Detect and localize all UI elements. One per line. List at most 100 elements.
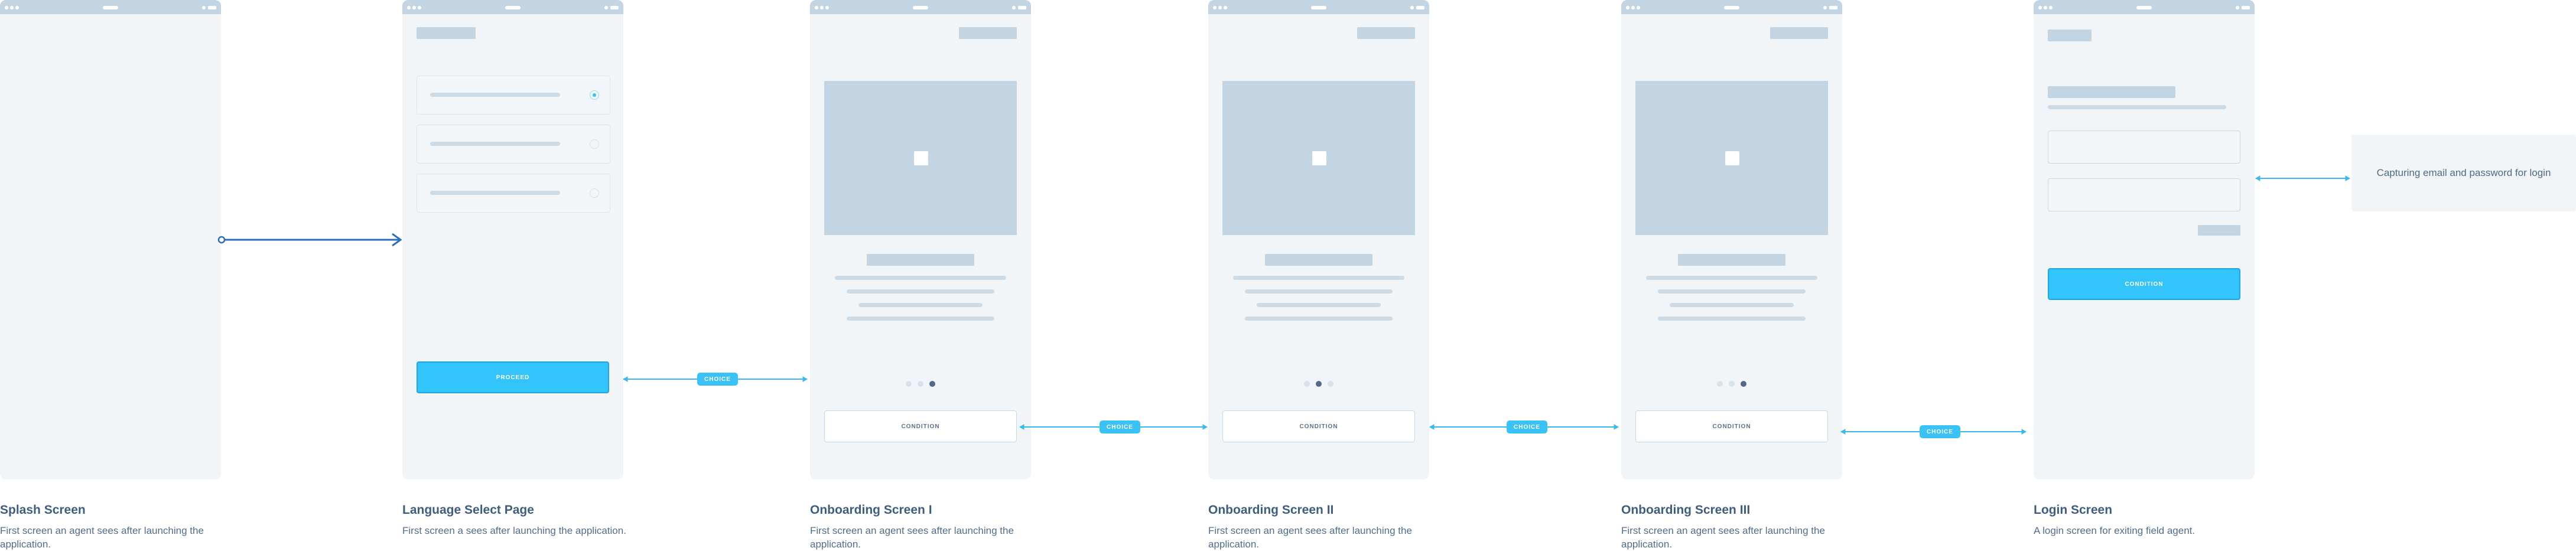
option-label-placeholder [430,93,560,97]
logo-placeholder [2048,30,2092,41]
screen-title: Language Select Page [402,503,534,517]
proceed-button[interactable]: PROCEED [417,361,609,393]
text-line-placeholder [1233,276,1404,280]
radio-selected-icon[interactable] [590,90,599,100]
status-time [1724,6,1739,9]
language-option[interactable] [417,125,610,164]
status-time [2136,6,2152,9]
forgot-password-placeholder[interactable] [2198,225,2240,236]
status-bar [1208,0,1429,14]
status-dot [418,6,421,9]
page-dot [1729,381,1735,387]
arrow-head-icon [1429,424,1435,430]
language-option[interactable] [417,174,610,213]
status-time [913,6,928,9]
screen-title: Onboarding Screen III [1621,503,1751,517]
condition-button[interactable]: CONDITION [1635,410,1828,442]
status-dot [2038,6,2042,9]
arrow-head-icon [2021,429,2027,435]
status-dot [2044,6,2047,9]
arrow-head-icon [622,376,628,382]
page-dot-active [1316,381,1322,387]
status-time [103,6,118,9]
status-bar [2034,0,2255,14]
text-line-placeholder [858,303,983,307]
heading-placeholder [1678,254,1785,266]
radio-icon[interactable] [590,139,599,149]
radio-icon[interactable] [590,188,599,198]
skip-placeholder[interactable] [959,27,1017,39]
login-screen-frame: CONDITION [2034,0,2255,480]
screen-description: First screen an agent sees after launchi… [810,525,1014,550]
status-dot [412,6,416,9]
annotation-note: Capturing email and password for login [2351,135,2576,211]
status-dot [1631,6,1635,9]
arrow-head-icon [1202,424,1208,430]
illustration-placeholder [824,81,1017,235]
status-time [505,6,521,9]
page-dot [918,381,923,387]
page-title-placeholder [417,27,476,39]
screen-description: A login screen for exiting field agent. [2034,525,2196,536]
email-field[interactable] [2048,131,2240,164]
signal-icon [2236,6,2239,9]
condition-button[interactable]: CONDITION [1222,410,1415,442]
text-line-placeholder [1670,303,1794,307]
status-bar [0,0,221,14]
heading-placeholder [867,254,974,266]
status-dot [820,6,824,9]
language-option[interactable] [417,76,610,115]
login-button[interactable]: CONDITION [2048,268,2240,300]
onboarding-screen-3-frame: CONDITION [1621,0,1842,480]
status-dot [1224,6,1227,9]
battery-icon [1018,6,1026,9]
status-dot [1213,6,1217,9]
status-dot [2049,6,2053,9]
page-dot [906,381,912,387]
status-bar [1621,0,1842,14]
screen-title: Onboarding Screen II [1208,503,1334,517]
splash-screen-frame [0,0,221,480]
page-dot-active [929,381,935,387]
screen-title: Login Screen [2034,503,2113,517]
screen-description: First screen an agent sees after launchi… [0,525,204,550]
illustration-placeholder [1222,81,1415,235]
heading-placeholder [2048,86,2175,98]
password-field[interactable] [2048,178,2240,211]
status-dot [10,6,14,9]
text-line-placeholder [1646,276,1817,280]
screen-title: Onboarding Screen I [810,503,932,517]
signal-icon [202,6,206,9]
page-dot [1328,381,1333,387]
screen-description: First screen an agent sees after launchi… [1621,525,1825,550]
battery-icon [610,6,619,9]
text-line-placeholder [1245,317,1393,321]
status-time [1311,6,1326,9]
choice-badge: CHOICE [1100,420,1140,433]
signal-icon [1012,6,1016,9]
status-bar [810,0,1031,14]
text-line-placeholder [1245,289,1393,294]
status-dot [5,6,8,9]
arrow-head-icon [802,376,808,382]
signal-icon [604,6,608,9]
image-icon [1725,151,1739,165]
image-icon [1312,151,1326,165]
arrow-head-icon [1614,424,1619,430]
text-line-placeholder [835,276,1006,280]
choice-badge: CHOICE [697,373,738,386]
page-dot-active [1741,381,1746,387]
status-dot [1626,6,1629,9]
language-select-screen-frame: PROCEED [402,0,623,480]
condition-button[interactable]: CONDITION [824,410,1017,442]
skip-placeholder[interactable] [1357,27,1415,39]
onboarding-screen-1-frame: CONDITION [810,0,1031,480]
choice-badge: CHOICE [1920,425,1960,438]
text-line-placeholder [847,289,994,294]
text-line-placeholder [1658,289,1806,294]
status-dot [1637,6,1640,9]
skip-placeholder[interactable] [1770,27,1828,39]
choice-badge: CHOICE [1507,420,1547,433]
status-dot [407,6,411,9]
